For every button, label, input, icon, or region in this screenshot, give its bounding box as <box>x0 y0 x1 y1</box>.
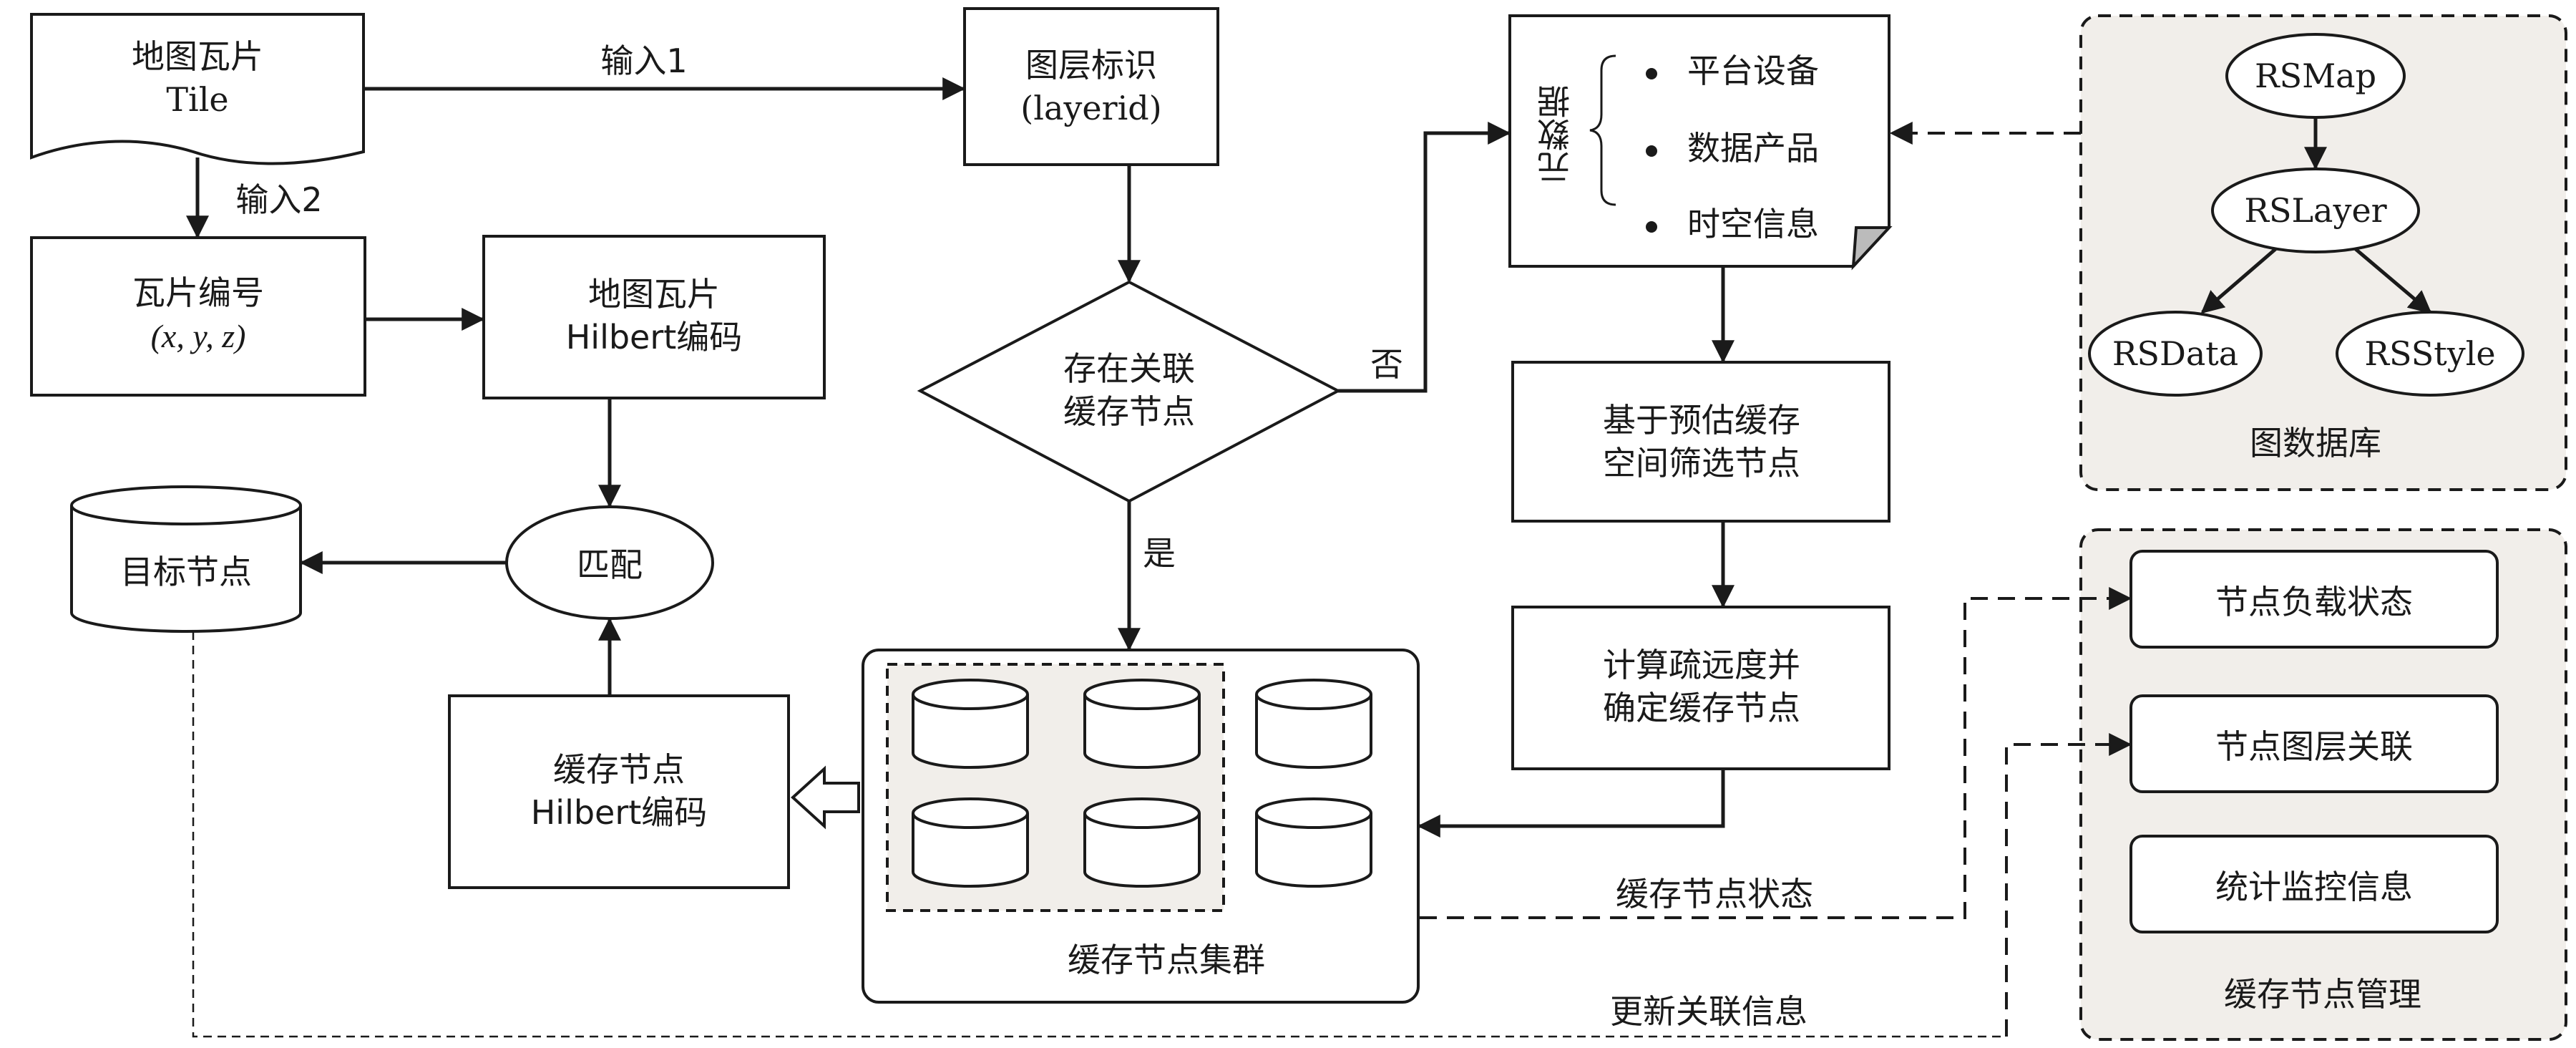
rsdata-node <box>2088 311 2263 397</box>
mgmt-load-label: 节点负载状态 <box>2215 583 2413 621</box>
metadata-item-product: 数据产品 <box>1646 122 1819 170</box>
cluster-cylinders <box>912 679 1372 888</box>
update-assoc-label: 更新关联信息 <box>1610 992 1807 1031</box>
filter-nodes-label: 基于预估缓存 空间筛选节点 <box>1603 399 1800 485</box>
cache-hilbert-box <box>448 694 790 889</box>
cache-hilbert-line1: 缓存节点 <box>552 750 685 790</box>
tile-label-line2: Tile <box>166 80 229 119</box>
dashed-line-target-to-update <box>192 631 2006 1038</box>
compute-nodes-line2: 确定缓存节点 <box>1603 689 1800 727</box>
cache-node-cylinder <box>1255 797 1372 888</box>
dashed-arrow-update-to-layer <box>2005 733 2132 1037</box>
cache-node-cylinder <box>912 679 1029 769</box>
input1-label: 输入1 <box>600 42 688 80</box>
metadata-fold <box>1851 226 1893 271</box>
tile-hilbert-label: 地图瓦片 Hilbert编码 <box>566 273 743 359</box>
cache-node-cylinder <box>912 797 1029 888</box>
arrow-no-to-metadata <box>1338 122 1511 393</box>
layer-id-box <box>963 7 1219 166</box>
tile-number-label: 瓦片编号 (x, y, z) <box>132 272 264 358</box>
cache-hilbert-label: 缓存节点 Hilbert编码 <box>531 749 708 835</box>
compute-nodes-line1: 计算疏远度并 <box>1603 646 1800 685</box>
rsstyle-label: RSStyle <box>2364 334 2496 373</box>
decision-line1: 存在关联 <box>1063 349 1195 389</box>
tile-label: 地图瓦片 Tile <box>132 36 263 122</box>
mgmt-layer-assoc-label: 节点图层关联 <box>2215 727 2413 766</box>
cache-hilbert-line2: Hilbert编码 <box>530 793 708 832</box>
metadata-item-platform: 平台设备 <box>1646 45 1819 92</box>
bullet-icon <box>1646 145 1657 157</box>
bullet-icon <box>1646 67 1657 79</box>
hollow-arrow-cluster-to-hilbert <box>791 765 860 830</box>
rsdata-label: RSData <box>2112 334 2239 373</box>
cache-node-cylinder <box>1083 679 1201 769</box>
bullet-icon <box>1646 220 1657 233</box>
compute-nodes-label: 计算疏远度并 确定缓存节点 <box>1603 644 1800 730</box>
graph-db-caption: 图数据库 <box>2250 424 2381 462</box>
tile-hilbert-line1: 地图瓦片 <box>587 275 720 314</box>
mgmt-monitor-label: 统计监控信息 <box>2215 868 2413 906</box>
filter-nodes-box <box>1511 361 1890 523</box>
node-state-label: 缓存节点状态 <box>1616 875 1813 913</box>
tile-hilbert-box <box>482 235 826 399</box>
metadata-item-spatiotemporal: 时空信息 <box>1646 198 1819 246</box>
cache-node-cylinder <box>1255 679 1372 769</box>
management-caption: 缓存节点管理 <box>2224 975 2421 1014</box>
compute-nodes-box <box>1511 606 1890 770</box>
rslayer-label: RSLayer <box>2244 191 2387 230</box>
filter-nodes-line2: 空间筛选节点 <box>1603 444 1800 482</box>
tile-number-line1: 瓦片编号 <box>132 273 264 313</box>
arrow-rslayer-to-rsstyle <box>2354 248 2432 314</box>
layer-id-label: 图层标识 (layerid) <box>1020 44 1161 130</box>
cluster-caption: 缓存节点集群 <box>1068 941 1265 979</box>
metadata-brace <box>1589 54 1616 206</box>
decision-label: 存在关联 缓存节点 <box>1063 348 1195 434</box>
tile-label-line1: 地图瓦片 <box>132 37 263 77</box>
filter-nodes-line1: 基于预估缓存 <box>1603 401 1800 440</box>
match-label: 匹配 <box>577 545 643 584</box>
rsmap-label: RSMap <box>2254 57 2377 95</box>
arrow-compute-to-cluster <box>1417 769 1725 838</box>
layer-id-line2: (layerid) <box>1020 89 1162 127</box>
arrow-rslayer-to-rsdata <box>2200 248 2277 314</box>
tile-document-shape <box>30 13 365 165</box>
target-node-cylinder <box>70 485 302 633</box>
layer-id-line1: 图层标识 <box>1025 46 1157 85</box>
mgmt-box-monitor <box>2129 835 2499 933</box>
input2-label: 输入2 <box>235 180 323 219</box>
decision-line2: 缓存节点 <box>1063 392 1195 431</box>
target-node-label: 目标节点 <box>120 553 252 591</box>
tile-number-line2: (x, y, z) <box>150 318 246 354</box>
tile-hilbert-line2: Hilbert编码 <box>565 318 743 356</box>
dashed-arrow-state-to-load <box>1420 587 2132 919</box>
metadata-title: 元数据 <box>1536 85 1575 184</box>
cache-node-cylinder <box>1083 797 1201 888</box>
decision-yes-label: 是 <box>1143 534 1176 573</box>
decision-no-label: 否 <box>1370 345 1403 384</box>
